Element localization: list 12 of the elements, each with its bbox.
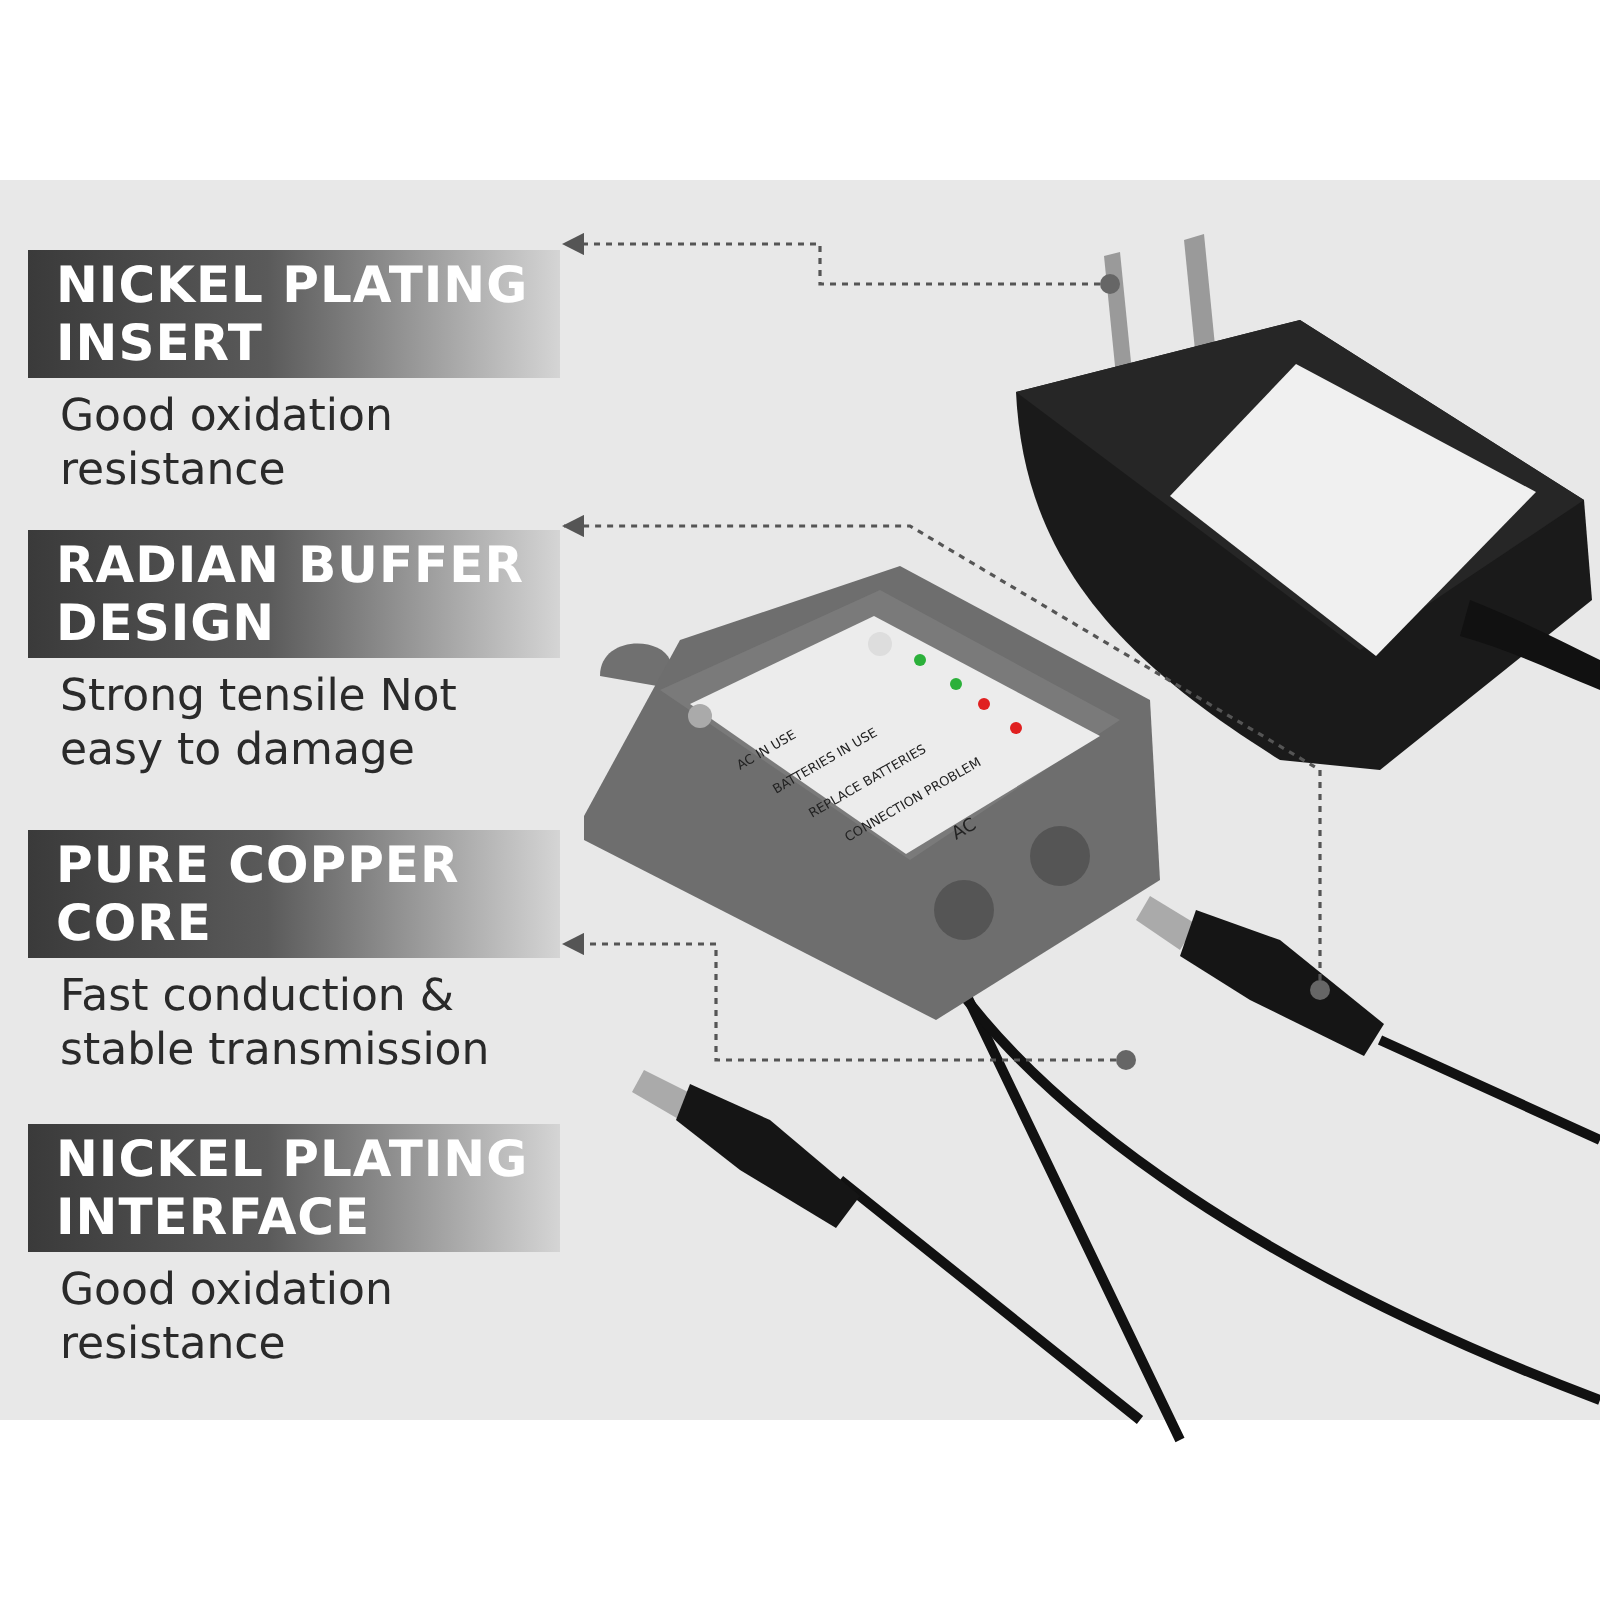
leader-line bbox=[561, 514, 1322, 980]
feature-description: Good oxidation resistance bbox=[58, 390, 395, 498]
feature-heading: NICKEL PLATING INTERFACE bbox=[28, 1124, 560, 1252]
feature-heading: RADIAN BUFFER DESIGN bbox=[28, 530, 560, 658]
indicator-label: AC bbox=[949, 815, 981, 846]
leader-line bbox=[561, 232, 1100, 286]
leader-line bbox=[561, 932, 1116, 1062]
feature-heading: NICKEL PLATING INSERT bbox=[28, 250, 560, 378]
feature-description: Good oxidation resistance bbox=[58, 1264, 395, 1372]
feature-description: Strong tensile Not easy to damage bbox=[58, 670, 459, 778]
feature-heading: PURE COPPER CORE bbox=[28, 830, 560, 958]
feature-description: Fast conduction & stable transmission bbox=[58, 970, 492, 1078]
